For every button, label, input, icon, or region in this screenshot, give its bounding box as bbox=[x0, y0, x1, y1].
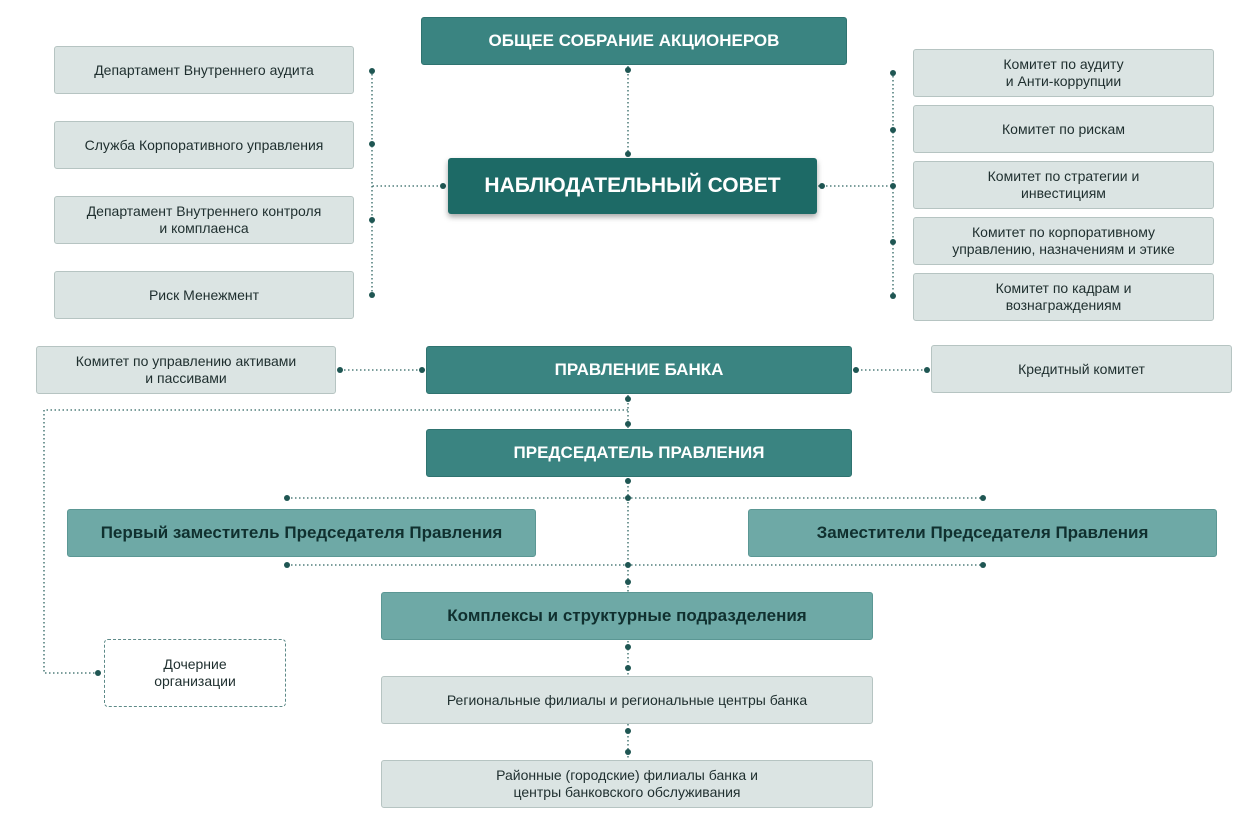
connector-dot bbox=[890, 70, 896, 76]
connector-dot bbox=[625, 579, 631, 585]
management-board-box: ПРАВЛЕНИЕ БАНКА bbox=[426, 346, 852, 394]
risk-committee-box: Комитет по рискам bbox=[913, 105, 1214, 153]
connector-dot bbox=[419, 367, 425, 373]
connector-dot bbox=[625, 562, 631, 568]
connector-dot bbox=[625, 478, 631, 484]
internal-audit-box: Департамент Внутреннего аудита bbox=[54, 46, 354, 94]
connector-dot bbox=[980, 495, 986, 501]
deputies-box: Заместители Председателя Правления bbox=[748, 509, 1217, 557]
connector-dot bbox=[625, 665, 631, 671]
subsidiaries-box: Дочерние организации bbox=[104, 639, 286, 707]
connector-dot bbox=[625, 749, 631, 755]
regional-branches-box: Региональные филиалы и региональные цент… bbox=[381, 676, 873, 724]
connector-dot bbox=[284, 562, 290, 568]
chairman-box: ПРЕДСЕДАТЕЛЬ ПРАВЛЕНИЯ bbox=[426, 429, 852, 477]
connector-dot bbox=[890, 127, 896, 133]
connector-dot bbox=[369, 217, 375, 223]
hr-committee-box: Комитет по кадрам и вознаграждениям bbox=[913, 273, 1214, 321]
connector-dot bbox=[924, 367, 930, 373]
district-branches-box: Районные (городские) филиалы банка и цен… bbox=[381, 760, 873, 808]
supervisory-board-box: НАБЛЮДАТЕЛЬНЫЙ СОВЕТ bbox=[448, 158, 817, 214]
connector-dot bbox=[890, 293, 896, 299]
connector-dot bbox=[625, 151, 631, 157]
connector-dot bbox=[369, 141, 375, 147]
internal-control-box: Департамент Внутреннего контроля и компл… bbox=[54, 196, 354, 244]
connector-dot bbox=[853, 367, 859, 373]
connector-dot bbox=[890, 239, 896, 245]
connector-dot bbox=[95, 670, 101, 676]
connector-dot bbox=[625, 728, 631, 734]
connector-dot bbox=[369, 292, 375, 298]
governance-committee-box: Комитет по корпоративному управлению, на… bbox=[913, 217, 1214, 265]
connector-dot bbox=[625, 396, 631, 402]
connector-dot bbox=[980, 562, 986, 568]
connector-dot bbox=[890, 183, 896, 189]
connector-dot bbox=[284, 495, 290, 501]
structural-divisions-box: Комплексы и структурные подразделения bbox=[381, 592, 873, 640]
audit-committee-box: Комитет по аудиту и Анти-коррупции bbox=[913, 49, 1214, 97]
corporate-governance-box: Служба Корпоративного управления bbox=[54, 121, 354, 169]
connector-dot bbox=[625, 495, 631, 501]
connector-dot bbox=[625, 421, 631, 427]
strategy-committee-box: Комитет по стратегии и инвестициям bbox=[913, 161, 1214, 209]
connector-dot bbox=[625, 644, 631, 650]
connector-dot bbox=[337, 367, 343, 373]
first-deputy-box: Первый заместитель Председателя Правлени… bbox=[67, 509, 536, 557]
shareholders-meeting-box: ОБЩЕЕ СОБРАНИЕ АКЦИОНЕРОВ bbox=[421, 17, 847, 65]
alm-committee-box: Комитет по управлению активами и пассива… bbox=[36, 346, 336, 394]
risk-management-box: Риск Менежмент bbox=[54, 271, 354, 319]
connector-dot bbox=[819, 183, 825, 189]
credit-committee-box: Кредитный комитет bbox=[931, 345, 1232, 393]
connector-dot bbox=[369, 68, 375, 74]
connector-dot bbox=[625, 67, 631, 73]
connector-dot bbox=[440, 183, 446, 189]
